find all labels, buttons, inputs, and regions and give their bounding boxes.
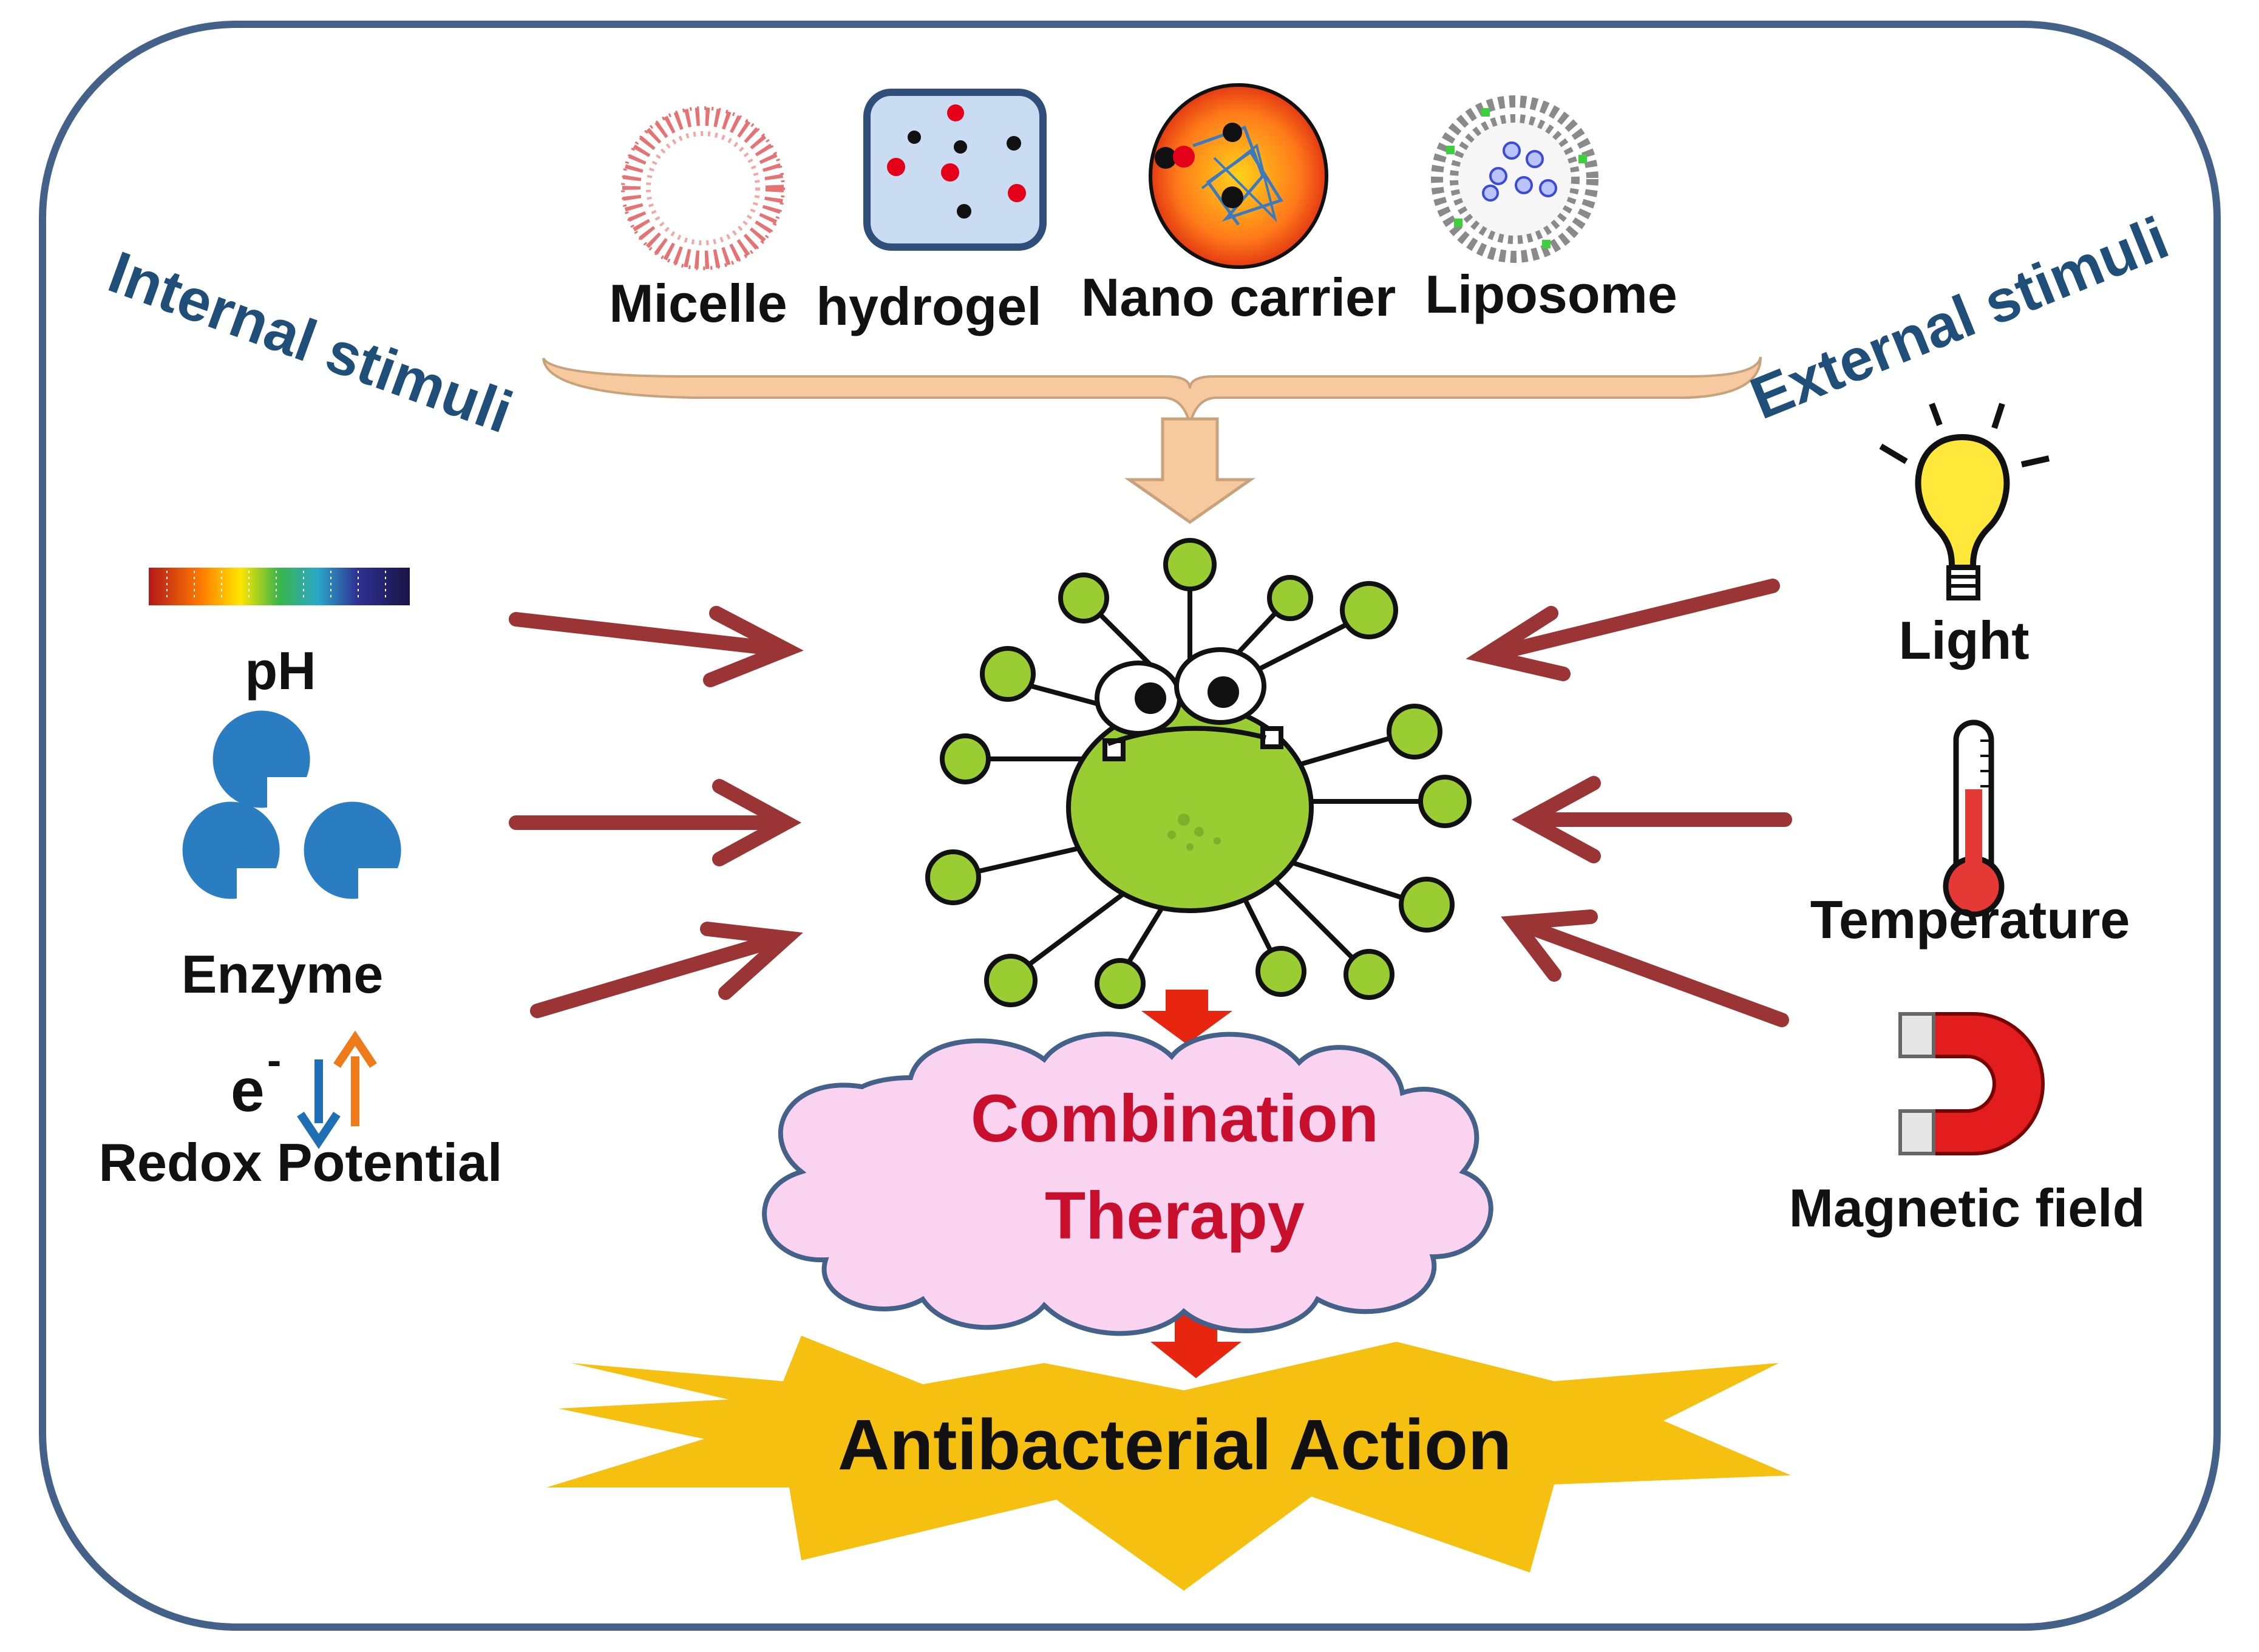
external-arrows: [1466, 579, 1792, 1027]
arrow-magnetic: [1501, 909, 1789, 1027]
antibacterial-action-title: Antibacterial Action: [838, 1405, 1512, 1485]
redox-electron-superscript: -: [267, 1036, 281, 1084]
carrier-down-arrow: [1124, 417, 1255, 525]
arrow-enzyme: [509, 779, 802, 866]
redox-arrows-icon: [297, 1030, 377, 1149]
micelle-icon: [621, 106, 785, 270]
thermometer-icon: [1943, 719, 2005, 917]
arrow-light: [1466, 579, 1780, 681]
stimulus-label-enzyme: Enzyme: [182, 944, 384, 1004]
arrow-redox: [530, 922, 803, 1018]
magnet-icon: [1898, 1012, 2045, 1155]
stimulus-label-temperature: Temperature: [1810, 889, 2130, 950]
therapy-cloud: [762, 1032, 1493, 1336]
arrow-ph: [509, 606, 804, 687]
action-starburst: [546, 1336, 1791, 1591]
carrier-label-micelle: Micelle: [609, 273, 787, 333]
therapy-line1: Combination: [971, 1081, 1379, 1156]
lightbulb-icon: [1879, 403, 2050, 600]
nanocarrier-icon: [1149, 83, 1328, 269]
hydrogel-icon: [863, 89, 1047, 251]
carrier-label-nanocarrier: Nano carrier: [1081, 267, 1396, 327]
carrier-label-hydrogel: hydrogel: [816, 276, 1042, 336]
down-arrow-to-action: [1150, 1308, 1242, 1378]
ph-strip-icon: [149, 568, 410, 605]
carrier-label-liposome: Liposome: [1425, 264, 1677, 324]
redox-electron-symbol: e: [231, 1056, 265, 1124]
stimulus-label-ph: pH: [245, 641, 316, 701]
liposome-icon: [1431, 95, 1598, 263]
down-arrow-to-therapy: [1141, 990, 1232, 1044]
carrier-bracket: [542, 356, 1762, 426]
enzyme-icon: [182, 710, 401, 899]
arrow-temperature: [1511, 776, 1792, 863]
bacterium-icon: [925, 538, 1472, 1009]
therapy-line2: Therapy: [1045, 1178, 1305, 1253]
internal-arrows: [509, 606, 804, 1018]
stimulus-label-redox: Redox Potential: [99, 1132, 503, 1192]
stimulus-label-magnetic: Magnetic field: [1789, 1178, 2145, 1238]
stimulus-label-light: Light: [1898, 610, 2029, 670]
